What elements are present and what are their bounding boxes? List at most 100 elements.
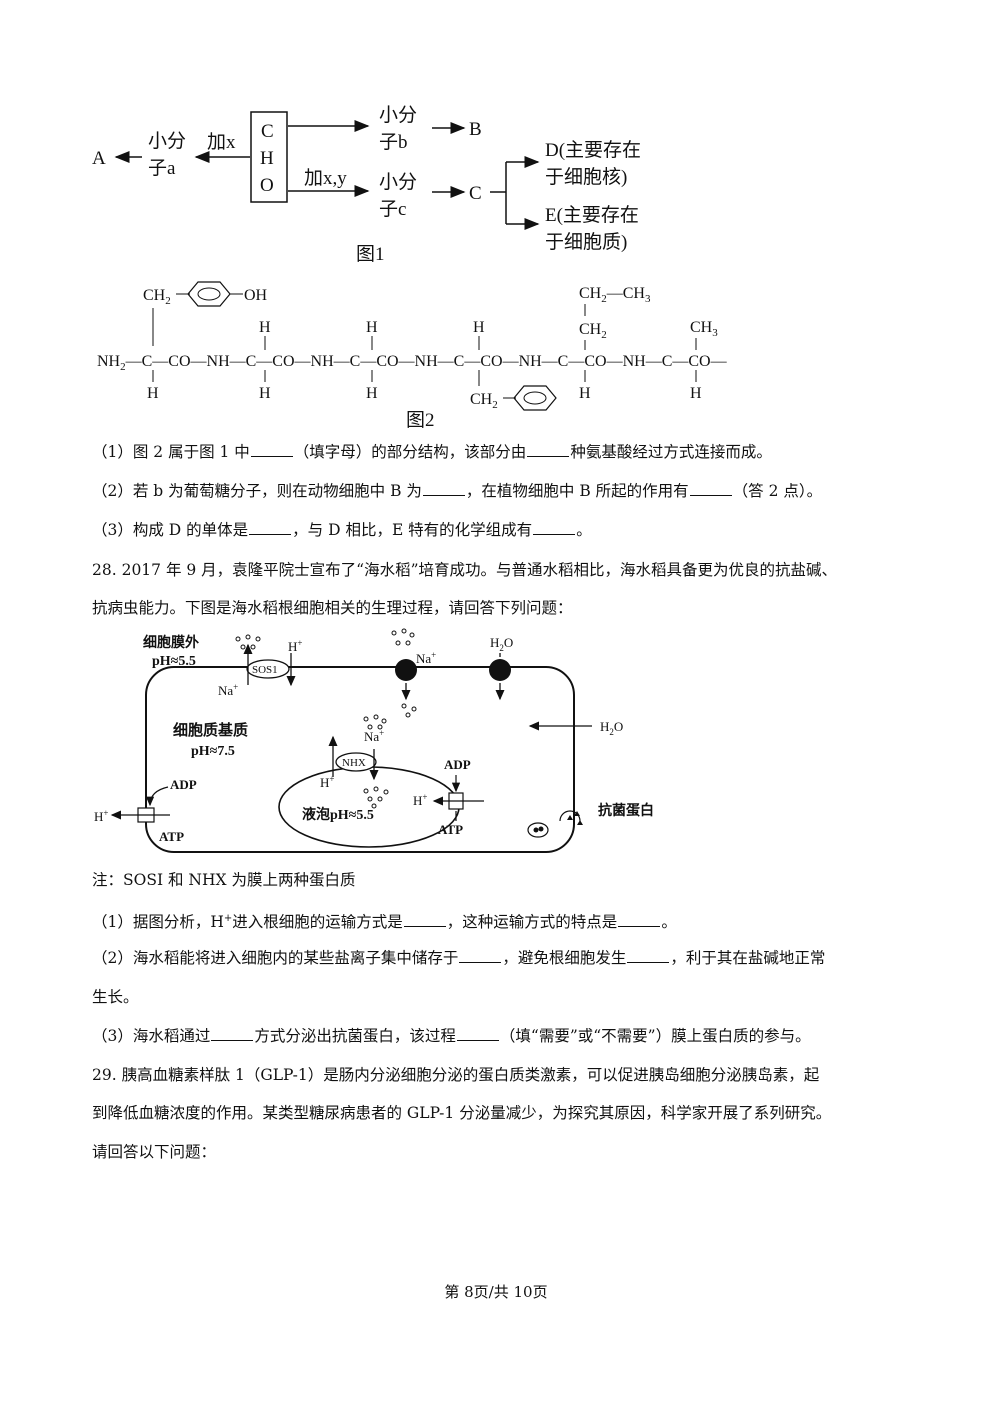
answer-blank[interactable] <box>456 1026 499 1041</box>
q29-line-1: 29. 胰高血糖素样肽 1（GLP-1）是肠内分泌细胞分泌的蛋白质类激素，可以促… <box>92 1066 820 1084</box>
fig1-small-c-1: 小分 <box>379 171 417 193</box>
na-dots-1 <box>235 634 261 650</box>
hplus-vac: H+ <box>413 792 427 808</box>
hplus-sos1: H+ <box>288 638 302 654</box>
water-channel <box>489 659 511 681</box>
nhx-transporter <box>335 752 377 772</box>
q29-line-2: 到降低血糖浓度的作用。某类型糖尿病患者的 GLP-1 分泌量减少，为探究其原因，… <box>92 1104 832 1122</box>
benzene-ring-1 <box>187 281 231 307</box>
f2-h-top-2: H <box>259 319 271 336</box>
answer-blank[interactable] <box>527 442 570 457</box>
answer-blank[interactable] <box>249 520 292 535</box>
f2-h-bottom-6: H <box>690 385 702 402</box>
answer-blank[interactable] <box>459 948 502 963</box>
branch-lines <box>490 162 507 224</box>
fig1-small-b-1: 小分 <box>379 104 417 126</box>
matrix-label: 细胞质基质 <box>173 721 248 739</box>
fig1-caption: 图1 <box>356 244 385 265</box>
f2-ch3-top: CH3 <box>690 319 718 339</box>
atp-vac: ATP <box>438 822 463 837</box>
q28-intro-1: 28. 2017 年 9 月，袁隆平院士宣布了“海水稻”培育成功。与普通水稻相比… <box>92 561 838 579</box>
vacuole <box>278 766 460 848</box>
answer-blank[interactable] <box>618 912 661 928</box>
answer-blank[interactable] <box>403 912 446 928</box>
outside-label: 细胞膜外 <box>143 634 199 651</box>
f2-ch2-bottom: CH2 <box>470 391 498 411</box>
cho-c: C <box>261 121 274 142</box>
f2-main-chain: NH2—C—CO—NH—C—CO—NH—C—CO—NH—C—CO—NH—C—CO… <box>97 353 728 373</box>
fig1-small-a-2: 子a <box>148 158 176 179</box>
f2-h-top-4: H <box>473 319 485 336</box>
na-nhx: Na+ <box>364 728 384 744</box>
f2-h-bottom-3: H <box>366 385 378 402</box>
answer-blank[interactable] <box>250 442 293 457</box>
na-dots-3 <box>363 714 389 809</box>
figure2-peptide: CH2 OH NH2—C—CO—NH—C—CO—NH—C—CO—NH—C—CO—… <box>97 281 728 431</box>
fig1-D-2: 于细胞核) <box>545 166 627 188</box>
q28-note: 注：SOSI 和 NHX 为膜上两种蛋白质 <box>92 871 356 889</box>
q28-q2: （2）海水稻能将进入细胞内的某些盐离子集中储存于，避免根细胞发生，利于其在盐碱地… <box>92 948 826 967</box>
f2-ch2-mid: CH2 <box>579 321 607 341</box>
sos1-label: SOS1 <box>252 664 278 676</box>
antibacterial-label: 抗菌蛋白 <box>598 802 654 819</box>
f2-h-bottom-2: H <box>259 385 271 402</box>
f2-ch2-top: CH2 <box>143 287 171 307</box>
answer-blank[interactable] <box>422 481 465 496</box>
na-dots-2 <box>391 628 415 646</box>
fig1-small-a-1: 小分 <box>148 130 186 152</box>
vesicle <box>527 822 549 838</box>
nhx-label: NHX <box>342 757 366 769</box>
f2-h-top-3: H <box>366 319 378 336</box>
na-channel-label: Na+ <box>416 650 436 666</box>
ph-out-label: pH≈5.5 <box>152 654 196 669</box>
page-footer: 第 8页/共 10页 <box>444 1283 548 1301</box>
f2-h-bottom-5: H <box>579 385 591 402</box>
q27-line-2: （2）若 b 为葡萄糖分子，则在动物细胞中 B 为，在植物细胞中 B 所起的作用… <box>92 481 823 500</box>
fig1-B: B <box>469 119 482 140</box>
protein-granules <box>567 811 583 825</box>
sos1-transporter <box>246 659 290 679</box>
ph-matrix-label: pH≈7.5 <box>191 744 235 759</box>
h2o-top-label: H2O <box>490 635 513 653</box>
fig2-caption: 图2 <box>406 410 435 431</box>
q28-q3: （3）海水稻通过方式分泌出抗菌蛋白，该过程（填“需要”或“不需要”）膜上蛋白质的… <box>92 1026 811 1045</box>
q27-line-3: （3）构成 D 的单体是，与 D 相比，E 特有的化学组成有。 <box>92 520 592 539</box>
benzene-ring-2 <box>513 385 557 411</box>
root-cell-diagram: 细胞膜外 pH≈5.5 细胞质基质 pH≈7.5 SOS1 H+ Na+ Na+… <box>94 628 654 853</box>
answer-blank[interactable] <box>533 520 576 535</box>
adp-membrane: ADP <box>170 777 197 792</box>
cho-h: H <box>260 148 274 169</box>
na-channel <box>395 659 417 681</box>
q28-q2-cont: 生长。 <box>92 988 139 1006</box>
na-sos1: Na+ <box>218 682 238 698</box>
q28-intro-2: 抗病虫能力。下图是海水稻根细胞相关的生理过程，请回答下列问题： <box>92 599 573 617</box>
fig1-A: A <box>92 148 106 169</box>
cho-o: O <box>260 175 274 196</box>
cell-outline <box>145 666 575 853</box>
f2-h-bottom-1: H <box>147 385 159 402</box>
f2-ch2-ch3: CH2—CH3 <box>579 285 651 305</box>
q28-q1: （1）据图分析，H+进入根细胞的运输方式是，这种运输方式的特点是。 <box>92 912 677 932</box>
adp-vac: ADP <box>444 757 471 772</box>
hplus-membrane: H+ <box>94 808 108 824</box>
fig1-E-1: E(主要存在 <box>545 204 639 226</box>
fig1-add-xy: 加x,y <box>304 167 347 189</box>
vacuole-label: 液泡pH≈5.5 <box>302 806 374 823</box>
cho-box <box>250 111 288 203</box>
fig1-small-b-2: 子b <box>379 132 408 153</box>
answer-blank[interactable] <box>211 1026 254 1041</box>
fig1-add-x: 加x <box>207 131 236 153</box>
figure1-diagram: A 小分 子a 加x C H O 小分 子b B 加x,y 小分 子c C D(… <box>92 104 641 265</box>
f2-oh: OH <box>244 287 268 304</box>
fig1-D-1: D(主要存在 <box>545 139 641 161</box>
atp-membrane: ATP <box>159 829 184 844</box>
answer-blank[interactable] <box>689 481 732 496</box>
fig1-small-c-2: 子c <box>379 199 406 220</box>
q29-line-3: 请回答以下问题： <box>92 1143 217 1161</box>
q27-line-1: （1）图 2 属于图 1 中（填字母）的部分结构，该部分由种氨基酸经过方式连接而… <box>92 442 772 461</box>
fig1-C: C <box>469 183 482 204</box>
hplus-nhx: H+ <box>320 774 334 790</box>
fig1-E-2: 于细胞质) <box>545 231 627 253</box>
answer-blank[interactable] <box>627 948 670 963</box>
